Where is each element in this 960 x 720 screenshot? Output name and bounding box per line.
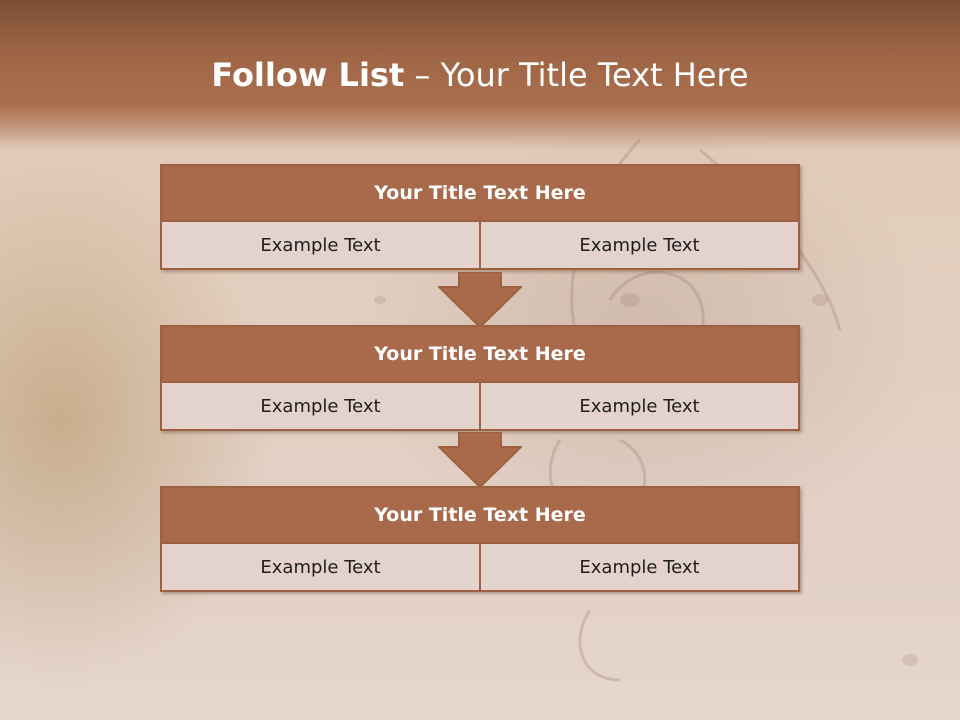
step-title-2: Your Title Text Here: [162, 327, 798, 383]
step-title-3: Your Title Text Here: [162, 488, 798, 544]
step-box-3: Your Title Text Here Example Text Exampl…: [160, 486, 800, 592]
down-arrow-icon: [438, 432, 522, 488]
step-1-right-text: Example Text: [479, 222, 798, 268]
step-1-left-text: Example Text: [260, 234, 381, 256]
step-3-right-text: Example Text: [479, 544, 798, 590]
step-box-2: Your Title Text Here Example Text Exampl…: [160, 325, 800, 431]
step-box-1: Your Title Text Here Example Text Exampl…: [160, 164, 800, 270]
step-title-1: Your Title Text Here: [162, 166, 798, 222]
step-2-left-text: Example Text: [260, 395, 381, 417]
down-arrow-icon: [438, 272, 522, 328]
step-3-left-text: Example Text: [260, 556, 381, 578]
page-title: Follow List – Your Title Text Here: [0, 56, 960, 94]
page-title-rest: – Your Title Text Here: [404, 56, 749, 94]
step-2-right-text: Example Text: [479, 383, 798, 429]
header-band: [0, 0, 960, 150]
page-title-bold: Follow List: [211, 56, 405, 94]
